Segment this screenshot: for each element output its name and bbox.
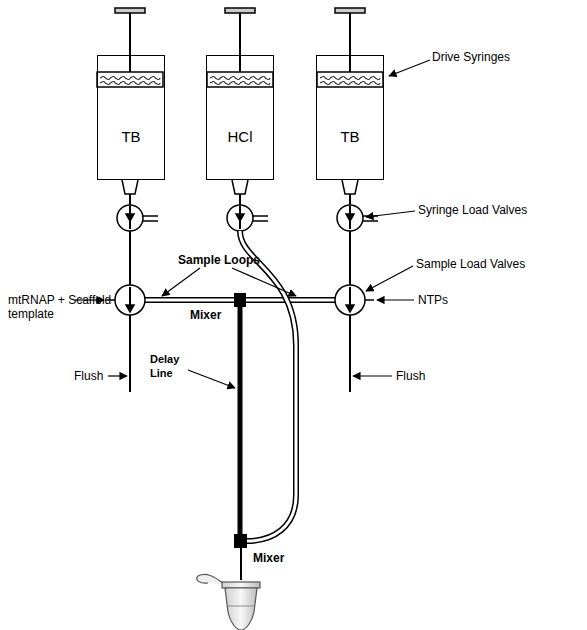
plunger-rod (349, 13, 351, 72)
leader-arrow (75, 60, 430, 388)
plunger-seal (210, 82, 270, 85)
sample-load-valve (346, 305, 354, 312)
input-port (106, 299, 374, 301)
syringe-label: HCl (228, 128, 253, 145)
valve-body (337, 205, 363, 231)
callout-label: Drive Syringes (432, 50, 510, 64)
leader-arrow (353, 375, 392, 376)
callout-label: Sample Loops (178, 253, 260, 267)
leader-arrow (377, 299, 414, 300)
plunger-seal (320, 77, 380, 80)
flush-line (129, 315, 131, 392)
mixer-label: Mixer (253, 551, 284, 565)
leader-arrow (366, 266, 413, 291)
leader-arrow (108, 375, 127, 376)
plunger-handle (225, 8, 255, 13)
valve-pointer (126, 214, 134, 221)
valve-port (363, 220, 378, 222)
collection-tube (228, 605, 254, 606)
flush-line (349, 315, 351, 392)
collection-tube (222, 582, 260, 588)
syringe-load-valve (117, 205, 378, 231)
sample-load-valve (115, 285, 365, 315)
sample-load-valve (115, 285, 145, 315)
plunger-seal (320, 82, 380, 85)
input-label: mtRNAP + Scaffold template (8, 293, 120, 321)
hcl-tube (240, 231, 296, 541)
syringe-neck (342, 180, 358, 194)
callout-label: Delay Line (150, 352, 188, 380)
syringe-outlet (349, 194, 351, 205)
leader-arrow (389, 60, 430, 76)
syringe-outlet (129, 194, 131, 205)
input-label: NTPs (418, 293, 448, 307)
collection-tube (225, 588, 257, 630)
syringe-neck (232, 180, 248, 194)
feed-line (349, 231, 351, 285)
plunger-seal (100, 82, 160, 85)
plunger-rod (239, 13, 241, 72)
valve-port (253, 220, 268, 222)
syringe-barrel: TB (316, 55, 384, 180)
flush-line (130, 315, 350, 392)
plunger-seal (210, 77, 270, 80)
input-port (365, 299, 374, 301)
valve-port (143, 215, 158, 217)
syringe-label: TB (340, 128, 359, 145)
hcl-tube (240, 231, 296, 541)
plunger-head (317, 72, 383, 87)
plunger-handle (115, 8, 145, 13)
syringe-neck (122, 180, 138, 194)
valve-pointer (346, 214, 354, 221)
outlet-line (240, 548, 242, 580)
valve-body (227, 205, 253, 231)
leader-arrow (366, 211, 415, 217)
syringe-label: TB (121, 128, 140, 145)
sample-load-valve (335, 285, 365, 315)
plunger-head (207, 72, 273, 87)
syringe-barrel: TB (97, 55, 165, 180)
valve-pointer (236, 214, 244, 221)
plunger-seal (100, 77, 160, 80)
flush-label: Flush (74, 369, 103, 383)
callout-label: Syringe Load Valves (418, 203, 527, 217)
syringe-parts (97, 8, 383, 205)
valve-port (253, 215, 268, 217)
feed-line (130, 231, 350, 285)
plunger-head (97, 72, 163, 87)
valve-body (117, 205, 143, 231)
plunger-handle (335, 8, 365, 13)
plunger-rod (129, 13, 131, 72)
mixer-label: Mixer (190, 308, 221, 322)
collection-tube (197, 574, 260, 630)
hcl-tube (240, 231, 296, 541)
sample-load-valve (126, 305, 134, 312)
delay-line (238, 306, 243, 536)
valve-port (143, 220, 158, 222)
feed-line (129, 231, 131, 285)
mixer-block (234, 534, 247, 548)
syringe-barrel: HCl (206, 55, 274, 180)
leader-arrow (232, 268, 296, 296)
flush-label: Flush (396, 369, 425, 383)
mixer-block (234, 293, 246, 307)
leader-arrow (188, 370, 235, 388)
callout-label: Sample Load Valves (416, 257, 525, 271)
leader-arrow (162, 268, 200, 296)
syringe-outlet (239, 194, 241, 205)
collection-tube (197, 574, 224, 584)
